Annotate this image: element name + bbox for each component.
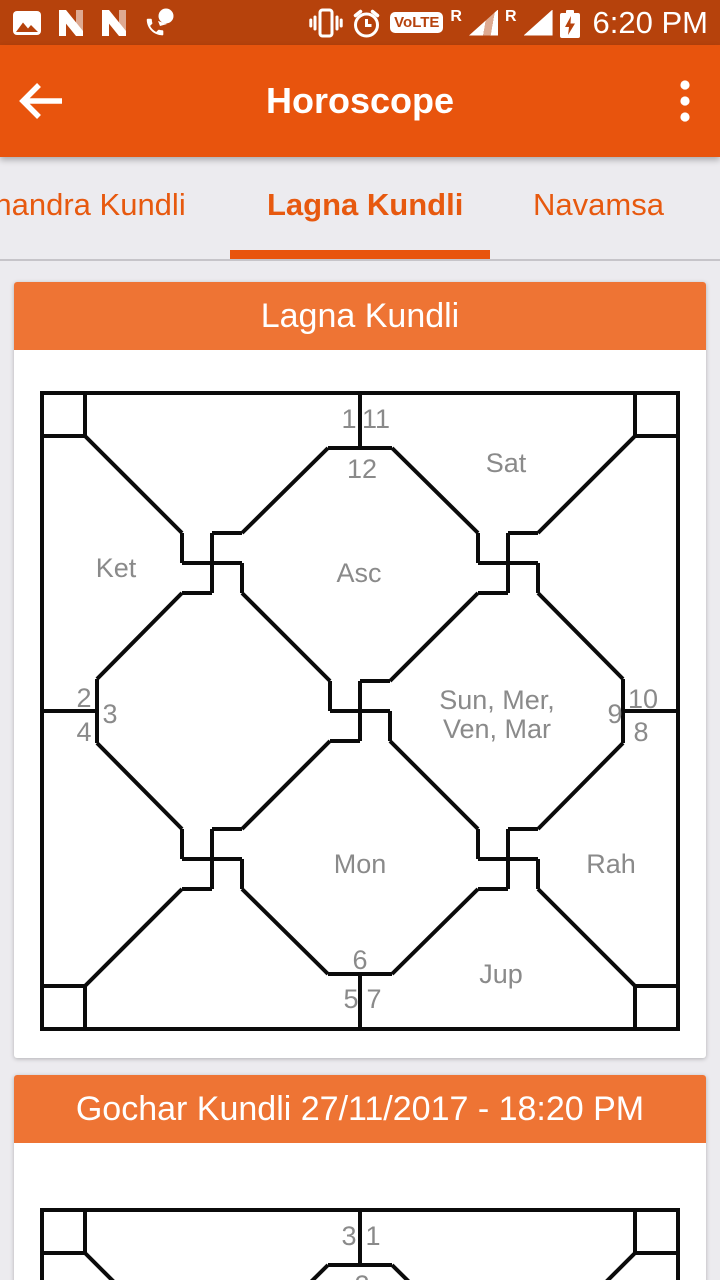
kundli-line <box>309 1263 330 1280</box>
status-bar: VoLTE R R 6:20 PM <box>0 0 720 45</box>
signal-triangle-icon <box>468 9 498 36</box>
kundli-line <box>536 887 637 988</box>
page-title: Horoscope <box>265 80 455 121</box>
alarm-icon <box>353 9 380 37</box>
kundli-label: 4 <box>76 717 91 747</box>
kundli-label: 5 <box>343 984 358 1014</box>
tab-divider <box>0 259 720 261</box>
kundli-label: 11 <box>362 404 390 434</box>
kundli-label: 6 <box>352 945 367 975</box>
kundli-line <box>42 393 87 438</box>
kundli-line <box>633 984 678 1029</box>
kundli-line <box>536 434 637 535</box>
kundli-label: 10 <box>628 684 658 714</box>
kundli-label: Ket <box>96 553 137 583</box>
volte-badge: VoLTE <box>390 12 444 33</box>
kundli-label: Ven, Mar <box>443 714 551 744</box>
kundli-line <box>390 887 480 976</box>
kundli-line <box>536 741 625 831</box>
kundli-line <box>390 1263 411 1280</box>
tab-chandra-kundli[interactable]: Chandra Kundli <box>0 187 186 222</box>
card-header: Lagna Kundli <box>14 282 706 350</box>
app-bar: Horoscope <box>0 45 720 157</box>
battery-charging-icon <box>559 9 580 38</box>
kundli-label: 3 <box>341 1221 356 1251</box>
kundli-line <box>95 591 184 681</box>
kundli-label: Sat <box>486 448 527 478</box>
kundli-label: Jup <box>479 959 523 989</box>
status-bar-left-icons <box>12 8 175 38</box>
back-arrow-icon <box>19 83 62 119</box>
kundli-label: 1 <box>341 404 356 434</box>
kundli-line <box>240 591 332 683</box>
card-gochar-kundli: Gochar Kundli 27/11/2017 - 18:20 PM 31 2 <box>14 1075 706 1280</box>
kundli-label: 2 <box>354 1270 369 1280</box>
tab-lagna-kundli[interactable]: Lagna Kundli <box>267 187 464 222</box>
back-button[interactable] <box>14 76 70 126</box>
kundli-chart-gochar: 31 2 <box>40 1208 680 1280</box>
signal-triangle-icon <box>523 9 553 36</box>
missed-call-icon <box>146 8 174 35</box>
kundli-label: 3 <box>102 699 117 729</box>
status-time: 6:20 PM <box>592 4 708 40</box>
kundli-label: Asc <box>336 558 381 588</box>
kundli-line <box>633 393 678 438</box>
gallery-icon <box>13 10 41 35</box>
overflow-menu-icon <box>680 80 690 122</box>
kundli-line <box>240 887 330 976</box>
kundli-label: Rah <box>586 849 636 879</box>
tab-navamsa[interactable]: Navamsa <box>533 187 664 222</box>
n-notification-icon <box>102 9 126 36</box>
kundli-label: 12 <box>347 454 377 484</box>
roaming-indicator: R <box>504 7 517 25</box>
kundli-line <box>388 739 480 831</box>
tab-bar: Chandra Kundli Lagna Kundli Navamsa <box>0 157 720 263</box>
kundli-line <box>95 741 184 831</box>
kundli-line <box>605 1251 637 1280</box>
kundli-line <box>83 1251 115 1280</box>
kundli-label: 9 <box>607 699 622 729</box>
kundli-line <box>83 434 184 535</box>
kundli-line <box>388 591 480 683</box>
card-title: Lagna Kundli <box>260 297 460 335</box>
kundli-label: Sun, Mer, <box>439 685 555 715</box>
card-title: Gochar Kundli 27/11/2017 - 18:20 PM <box>75 1090 645 1128</box>
status-bar-right-icons: VoLTE R R 6:20 PM <box>309 5 708 41</box>
tab-indicator <box>230 250 490 259</box>
kundli-line <box>240 446 330 535</box>
kundli-line <box>83 887 184 988</box>
kundli-label: Mon <box>334 849 387 879</box>
kundli-label: 8 <box>633 717 648 747</box>
kundli-label: 2 <box>76 683 91 713</box>
kundli-line <box>390 446 480 535</box>
kundli-line <box>536 591 625 681</box>
kundli-line <box>42 1210 87 1255</box>
n-notification-icon <box>59 9 83 36</box>
kundli-label: 1 <box>365 1221 380 1251</box>
kundli-line <box>633 1210 678 1255</box>
kundli-label: 7 <box>366 984 381 1014</box>
kundli-line <box>240 739 332 831</box>
overflow-menu-button[interactable] <box>660 76 710 126</box>
card-header: Gochar Kundli 27/11/2017 - 18:20 PM <box>14 1075 706 1143</box>
kundli-line <box>42 984 87 1029</box>
vibrate-icon <box>309 8 343 37</box>
roaming-indicator: R <box>450 7 462 25</box>
